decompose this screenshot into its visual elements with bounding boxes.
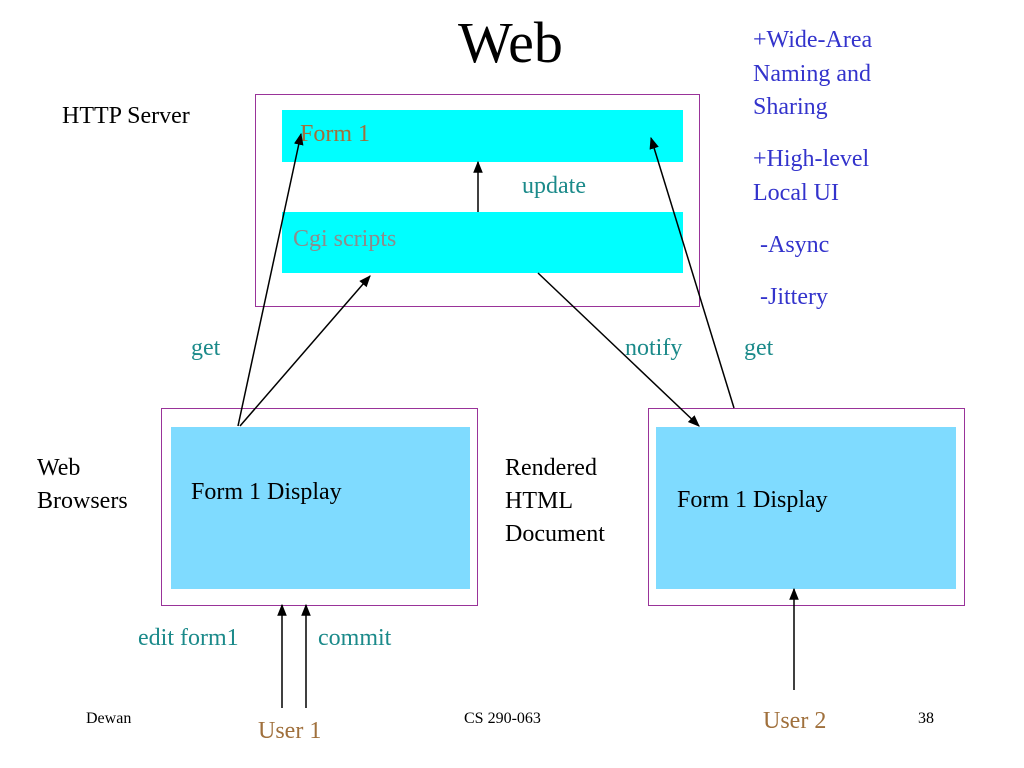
get-label-left: get bbox=[191, 335, 221, 361]
rendered-html-label-line3: Document bbox=[505, 521, 605, 547]
form1-display-left bbox=[171, 427, 470, 589]
footer-course: CS 290-063 bbox=[464, 710, 541, 727]
footer-page-number: 38 bbox=[918, 710, 934, 727]
form1-box-label: Form 1 bbox=[300, 121, 371, 147]
user1-label: User 1 bbox=[258, 718, 322, 744]
note-line4: +High-level bbox=[753, 146, 870, 172]
commit-label: commit bbox=[318, 625, 392, 651]
notify-label: notify bbox=[625, 335, 683, 361]
rendered-html-frame bbox=[648, 408, 965, 606]
get-arrow-right bbox=[649, 136, 735, 409]
http-server-frame bbox=[255, 94, 700, 307]
cgi-scripts-box bbox=[282, 212, 683, 273]
footer-author: Dewan bbox=[86, 710, 132, 727]
rendered-html-label-line2: HTML bbox=[505, 488, 573, 514]
note-line2: Naming and bbox=[753, 61, 871, 87]
web-browser-frame bbox=[161, 408, 478, 606]
get-arrow-left bbox=[237, 132, 304, 427]
request-arrow-to-cgi bbox=[239, 275, 371, 427]
note-line1: +Wide-Area bbox=[753, 27, 873, 53]
form1-display-right bbox=[656, 427, 956, 589]
form1-display-left-label: Form 1 Display bbox=[191, 479, 342, 505]
update-label: update bbox=[522, 173, 586, 199]
user2-label: User 2 bbox=[763, 708, 827, 734]
web-browsers-label-line1: Web bbox=[37, 455, 81, 481]
rendered-html-label-line1: Rendered bbox=[505, 455, 597, 481]
notify-arrow bbox=[537, 272, 700, 427]
get-label-right: get bbox=[744, 335, 774, 361]
edit-form1-label: edit form1 bbox=[138, 625, 239, 651]
note-line5: Local UI bbox=[753, 180, 839, 206]
cgi-scripts-label: Cgi scripts bbox=[293, 226, 397, 252]
form1-display-right-label: Form 1 Display bbox=[677, 487, 828, 513]
note-line7: -Jittery bbox=[760, 284, 828, 310]
form1-box bbox=[282, 110, 683, 162]
note-line3: Sharing bbox=[753, 94, 828, 120]
slide-title: Web bbox=[458, 10, 563, 75]
web-browsers-label-line2: Browsers bbox=[37, 488, 128, 514]
note-line6: -Async bbox=[760, 232, 830, 258]
http-server-label: HTTP Server bbox=[62, 103, 190, 129]
